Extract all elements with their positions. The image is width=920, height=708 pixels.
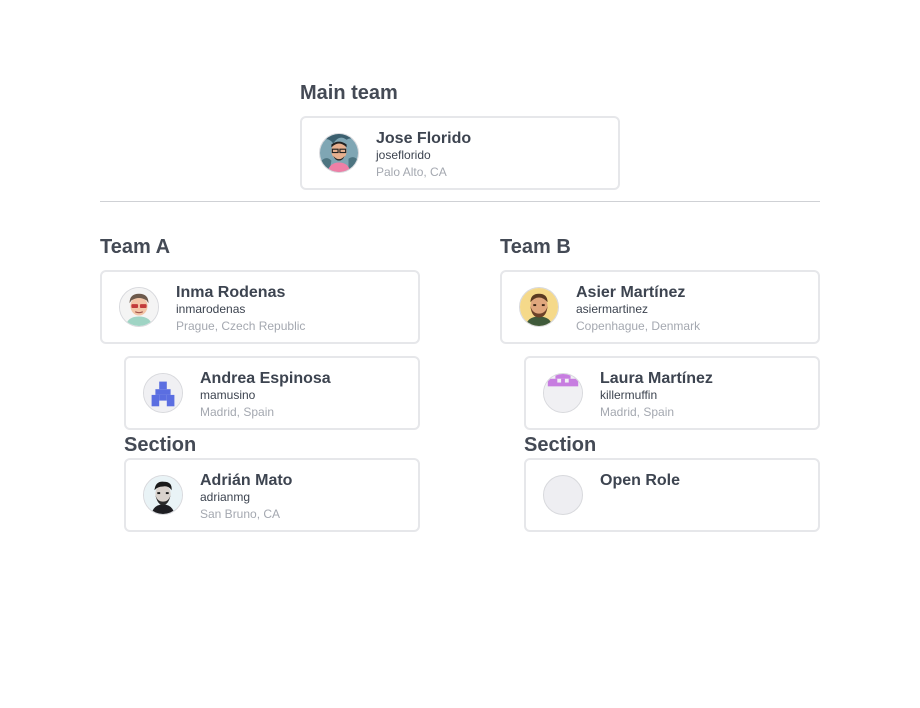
empty-avatar <box>543 475 583 515</box>
member-name: Laura Martínez <box>600 370 713 387</box>
member-handle: adrianmg <box>200 490 251 504</box>
member-location: San Bruno, CA <box>200 507 281 521</box>
team-divider <box>100 201 820 202</box>
member-name: Asier Martínez <box>576 284 686 301</box>
purple-pixel-avatar <box>543 373 583 413</box>
member-handle: mamusino <box>200 388 256 402</box>
member-name: Adrián Mato <box>200 472 293 489</box>
member-handle: inmarodenas <box>176 302 246 316</box>
person-sunglasses-avatar <box>119 287 159 327</box>
member-location: Prague, Czech Republic <box>176 319 306 333</box>
member-name: Open Role <box>600 472 681 489</box>
blue-pixel-avatar <box>143 373 183 413</box>
team-a-heading: Team A <box>100 236 171 258</box>
team-b-section-heading: Section <box>524 434 597 456</box>
member-name: Inma Rodenas <box>176 284 286 301</box>
member-handle: killermuffin <box>600 388 658 402</box>
member-location: Madrid, Spain <box>200 405 275 419</box>
team-b-heading: Team B <box>500 236 571 258</box>
member-card-andrea-espinosa[interactable]: Andrea Espinosa mamusino Madrid, Spain <box>124 356 420 430</box>
member-card-laura-martinez[interactable]: Laura Martínez killermuffin Madrid, Spai… <box>524 356 820 430</box>
member-location: Copenhague, Denmark <box>576 319 701 333</box>
member-card-jose-florido[interactable]: Jose Florido joseflorido Palo Alto, CA <box>300 116 620 190</box>
team-a-section-heading: Section <box>124 434 197 456</box>
member-handle: asiermartinez <box>576 302 649 316</box>
member-card-inma-rodenas[interactable]: Inma Rodenas inmarodenas Prague, Czech R… <box>100 270 420 344</box>
member-name: Andrea Espinosa <box>200 370 331 387</box>
person-bw-avatar <box>143 475 183 515</box>
main-team-heading: Main team <box>300 82 398 104</box>
person-beard-avatar <box>519 287 559 327</box>
member-handle: joseflorido <box>376 148 431 162</box>
member-name: Jose Florido <box>376 130 472 147</box>
member-card-adrian-mato[interactable]: Adrián Mato adrianmg San Bruno, CA <box>124 458 420 532</box>
member-card-asier-martinez[interactable]: Asier Martínez asiermartinez Copenhague,… <box>500 270 820 344</box>
person-glasses-avatar <box>319 133 359 173</box>
member-location: Palo Alto, CA <box>376 165 447 179</box>
member-card-open-role[interactable]: Open Role <box>524 458 820 532</box>
member-location: Madrid, Spain <box>600 405 675 419</box>
